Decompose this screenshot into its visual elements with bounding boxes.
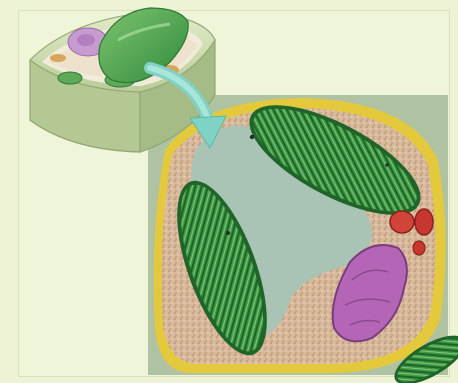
micrograph bbox=[148, 84, 458, 383]
mitochondrion-2 bbox=[415, 209, 433, 235]
mitochondrion-3 bbox=[413, 241, 425, 255]
mitochondrion-1 bbox=[390, 211, 414, 233]
